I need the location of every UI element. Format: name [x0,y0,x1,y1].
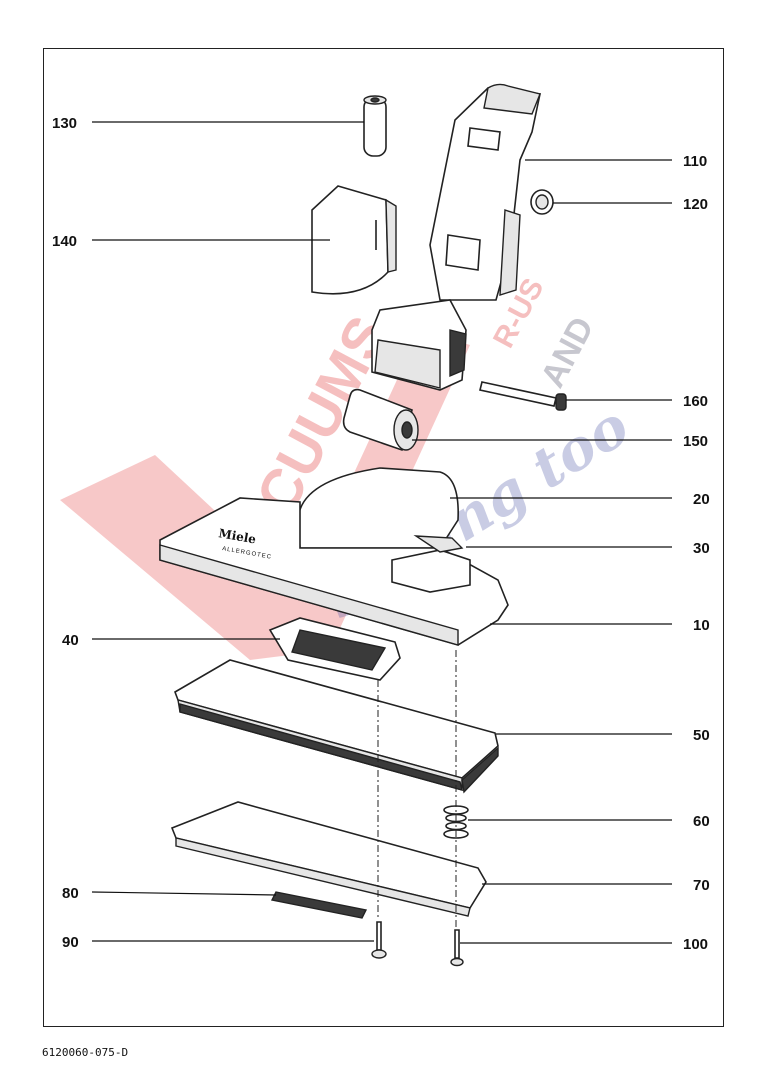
label-90: 90 [62,934,79,951]
part-80-strip [270,891,368,919]
label-20: 20 [693,491,710,508]
part-100-screw [450,929,464,967]
label-120: 120 [683,196,708,213]
part-40-insert [268,617,401,681]
label-150: 150 [683,433,708,450]
part-140-cover [311,185,397,295]
watermark-v-shape [60,330,470,660]
label-60: 60 [693,813,710,830]
part-70-bottom-plate [170,801,487,917]
label-140: 140 [52,233,77,250]
label-100: 100 [683,936,708,953]
brand-miele: Miele [217,526,257,546]
label-10: 10 [693,617,710,634]
part-110-neck-assembly [371,83,541,391]
part-120-ring [530,189,554,215]
label-70: 70 [693,877,710,894]
label-40: 40 [62,632,79,649]
label-160: 160 [683,393,708,410]
watermark-word-and: AND [534,311,602,394]
document-number: 6120060-075-D [42,1046,129,1059]
part-30-pedal [391,535,471,593]
label-30: 30 [693,540,710,557]
part-90-screw [371,921,387,959]
label-110: 110 [683,153,707,170]
label-80: 80 [62,885,79,902]
label-50: 50 [693,727,710,744]
part-labels: 130 140 110 120 160 150 20 30 10 40 50 6… [52,115,710,953]
part-160-axle [479,381,567,411]
alignment-lines [377,650,457,930]
part-130-cylinder [363,95,387,157]
drawing-frame [43,48,724,1027]
part-10-base-housing: Miele ALLERGOTEC [159,497,509,646]
part-50-soleplate [174,659,499,794]
leader-lines [91,121,672,944]
label-130: 130 [52,115,77,132]
part-20-hood [297,467,459,549]
